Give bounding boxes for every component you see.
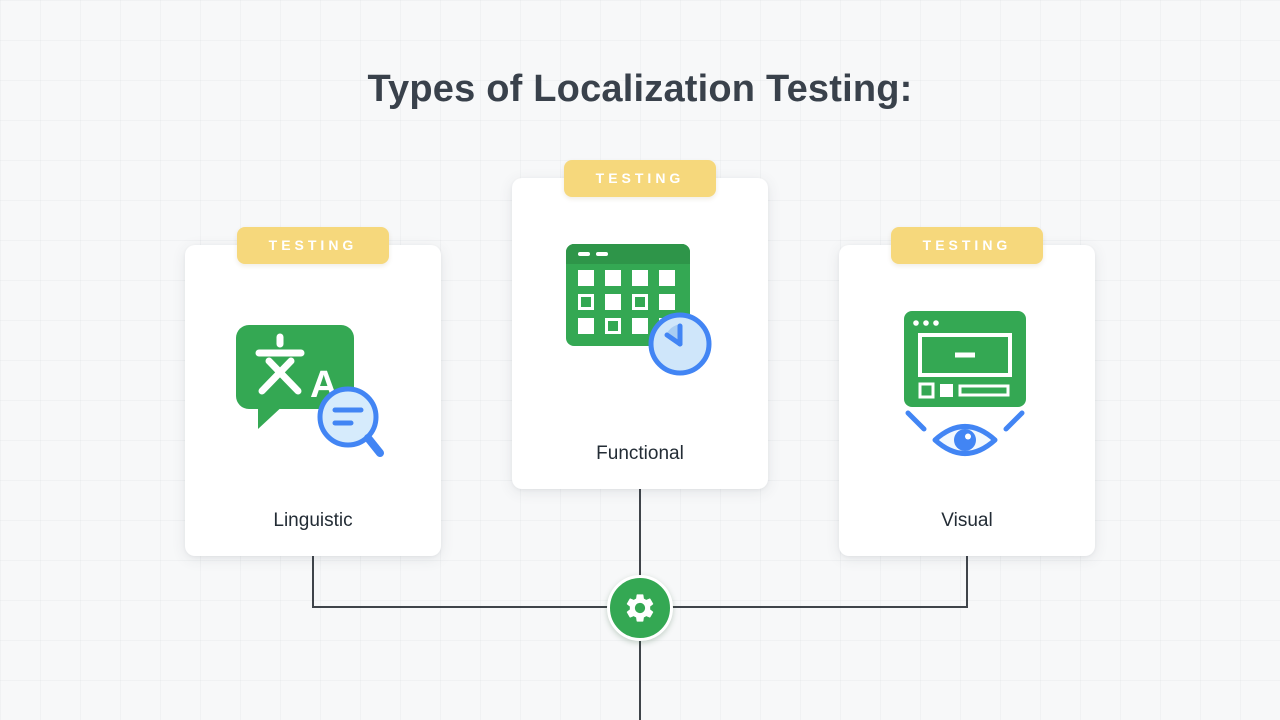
card-visual: TESTING bbox=[839, 227, 1095, 556]
connector-bottom-vertical bbox=[639, 639, 641, 720]
card-linguistic: TESTING A bbox=[185, 227, 441, 556]
gear-icon bbox=[626, 594, 654, 622]
card-label-visual: Visual bbox=[941, 510, 993, 531]
page-title: Types of Localization Testing: bbox=[367, 68, 913, 110]
connector-right-vertical bbox=[966, 556, 968, 607]
clock-icon bbox=[648, 312, 712, 376]
testing-badge: TESTING bbox=[237, 227, 389, 264]
calendar-clock-icon bbox=[560, 236, 720, 386]
card-functional: TESTING bbox=[512, 160, 768, 489]
card-label-linguistic: Linguistic bbox=[273, 510, 353, 531]
magnifier-icon bbox=[317, 386, 384, 457]
testing-badge: TESTING bbox=[891, 227, 1043, 264]
eye-icon bbox=[905, 410, 1025, 456]
browser-window-icon bbox=[904, 311, 1026, 407]
testing-badge: TESTING bbox=[564, 160, 716, 197]
browser-eye-icon bbox=[882, 307, 1052, 472]
connector-middle-vertical bbox=[639, 489, 641, 579]
connector-left-vertical bbox=[312, 556, 314, 607]
gear-hub bbox=[607, 575, 673, 641]
translate-magnifier-icon: A bbox=[228, 317, 398, 472]
card-label-functional: Functional bbox=[596, 443, 684, 464]
